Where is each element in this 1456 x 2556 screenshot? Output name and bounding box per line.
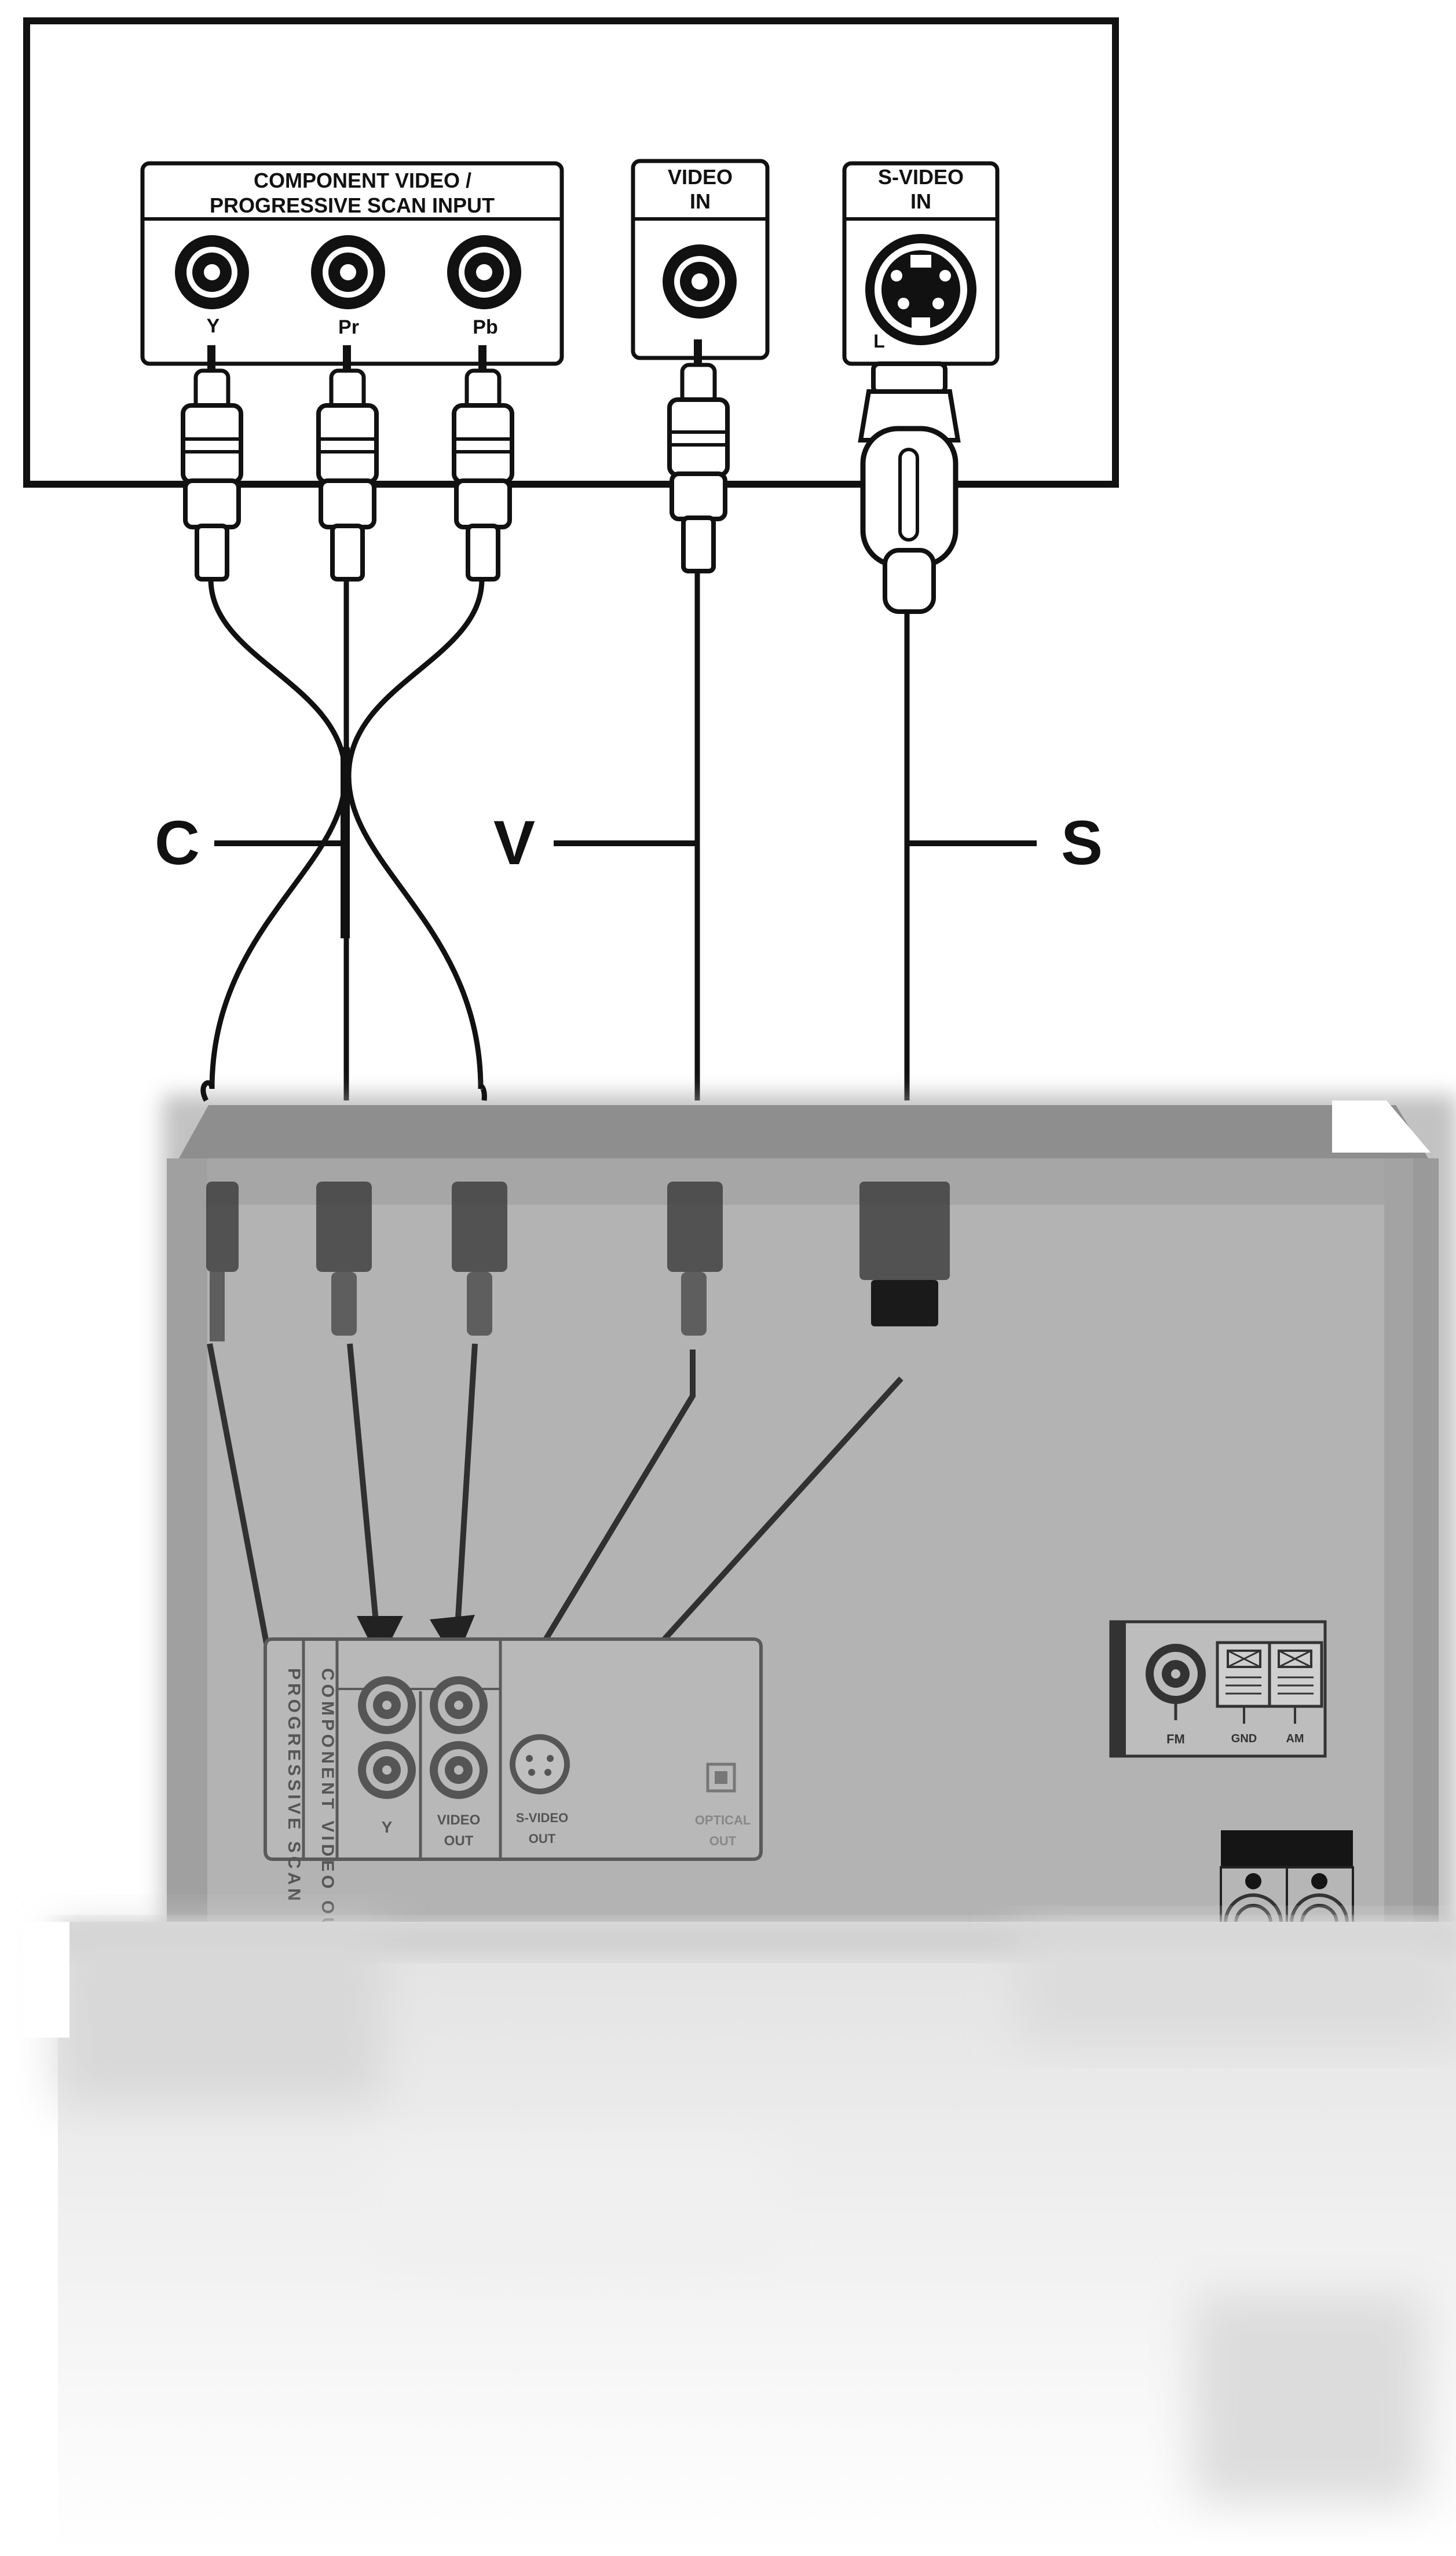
svideo-in-title-line2: IN (910, 189, 931, 213)
svideo-out-label-line1: S-VIDEO (516, 1811, 568, 1825)
rca-plug-y (181, 345, 243, 582)
am-gnd-terminals (1216, 1641, 1323, 1724)
svg-text:C: C (155, 807, 200, 877)
jack-label-y: Y (207, 315, 220, 337)
gnd-label: GND (1231, 1732, 1257, 1745)
rca-jack-pb (447, 235, 521, 309)
out-y-label: Y (382, 1818, 393, 1836)
svideo-out-jack (510, 1734, 570, 1794)
fm-antenna-jack (1146, 1644, 1206, 1704)
component-title-line1: COMPONENT VIDEO / (254, 169, 471, 192)
video-out-label-line2: OUT (444, 1833, 474, 1849)
player-side-cables (200, 1080, 487, 1102)
svideo-in-title-line1: S-VIDEO (878, 165, 964, 189)
component-video-out-label: COMPONENT VIDEO OUT (318, 1668, 337, 1947)
svg-text:V: V (493, 807, 535, 877)
cable-label-s: S (909, 807, 1103, 877)
rca-plug-pb (452, 345, 514, 582)
rca-plug-pr (316, 345, 379, 582)
fm-label: FM (1166, 1732, 1185, 1746)
jack-label-pb: Pb (473, 316, 497, 338)
am-label: AM (1286, 1732, 1304, 1745)
video-in-title-line1: VIDEO (668, 165, 733, 189)
cable-label-v: V (493, 807, 695, 877)
component-cable (208, 579, 485, 1100)
svideo-plug (858, 361, 961, 614)
video-in-box: VIDEO IN (631, 159, 770, 360)
output-panel: PROGRESSIVE SCAN COMPONENT VIDEO OUT Y V… (264, 1637, 763, 1947)
rca-jack-video (663, 244, 737, 319)
optical-out-label-line1: OPTICAL (695, 1813, 751, 1827)
out-jack-pb (430, 1676, 488, 1734)
antenna-panel: FM GND AM (1109, 1620, 1327, 1758)
svideo-in-box: S-VIDEO IN L (842, 161, 1000, 366)
floor-shadow (23, 1922, 1456, 2553)
svideo-out-label-line2: OUT (529, 1831, 556, 1846)
progressive-scan-label: PROGRESSIVE SCAN (284, 1668, 303, 1904)
ghost-plugs (206, 1182, 950, 1341)
rca-jack-pr (311, 235, 385, 309)
optical-out-port (706, 1762, 736, 1793)
video-in-title-line2: IN (690, 189, 711, 213)
rca-jack-y (175, 235, 249, 309)
out-jack-pr (358, 1676, 416, 1734)
component-input-box: COMPONENT VIDEO / PROGRESSIVE SCAN INPUT… (140, 161, 564, 366)
out-jack-y (358, 1741, 416, 1799)
svg-text:S: S (1061, 807, 1103, 877)
svideo-side-mark: L (873, 331, 885, 352)
component-title-line2: PROGRESSIVE SCAN INPUT (210, 193, 495, 217)
out-jack-video (430, 1741, 488, 1799)
cable-label-c: C (155, 807, 342, 877)
jack-label-pr: Pr (338, 316, 359, 338)
optical-out-label-line2: OUT (709, 1834, 737, 1848)
svideo-jack (865, 234, 976, 345)
video-out-label-line1: VIDEO (437, 1812, 481, 1828)
rca-plug-video (667, 339, 730, 573)
